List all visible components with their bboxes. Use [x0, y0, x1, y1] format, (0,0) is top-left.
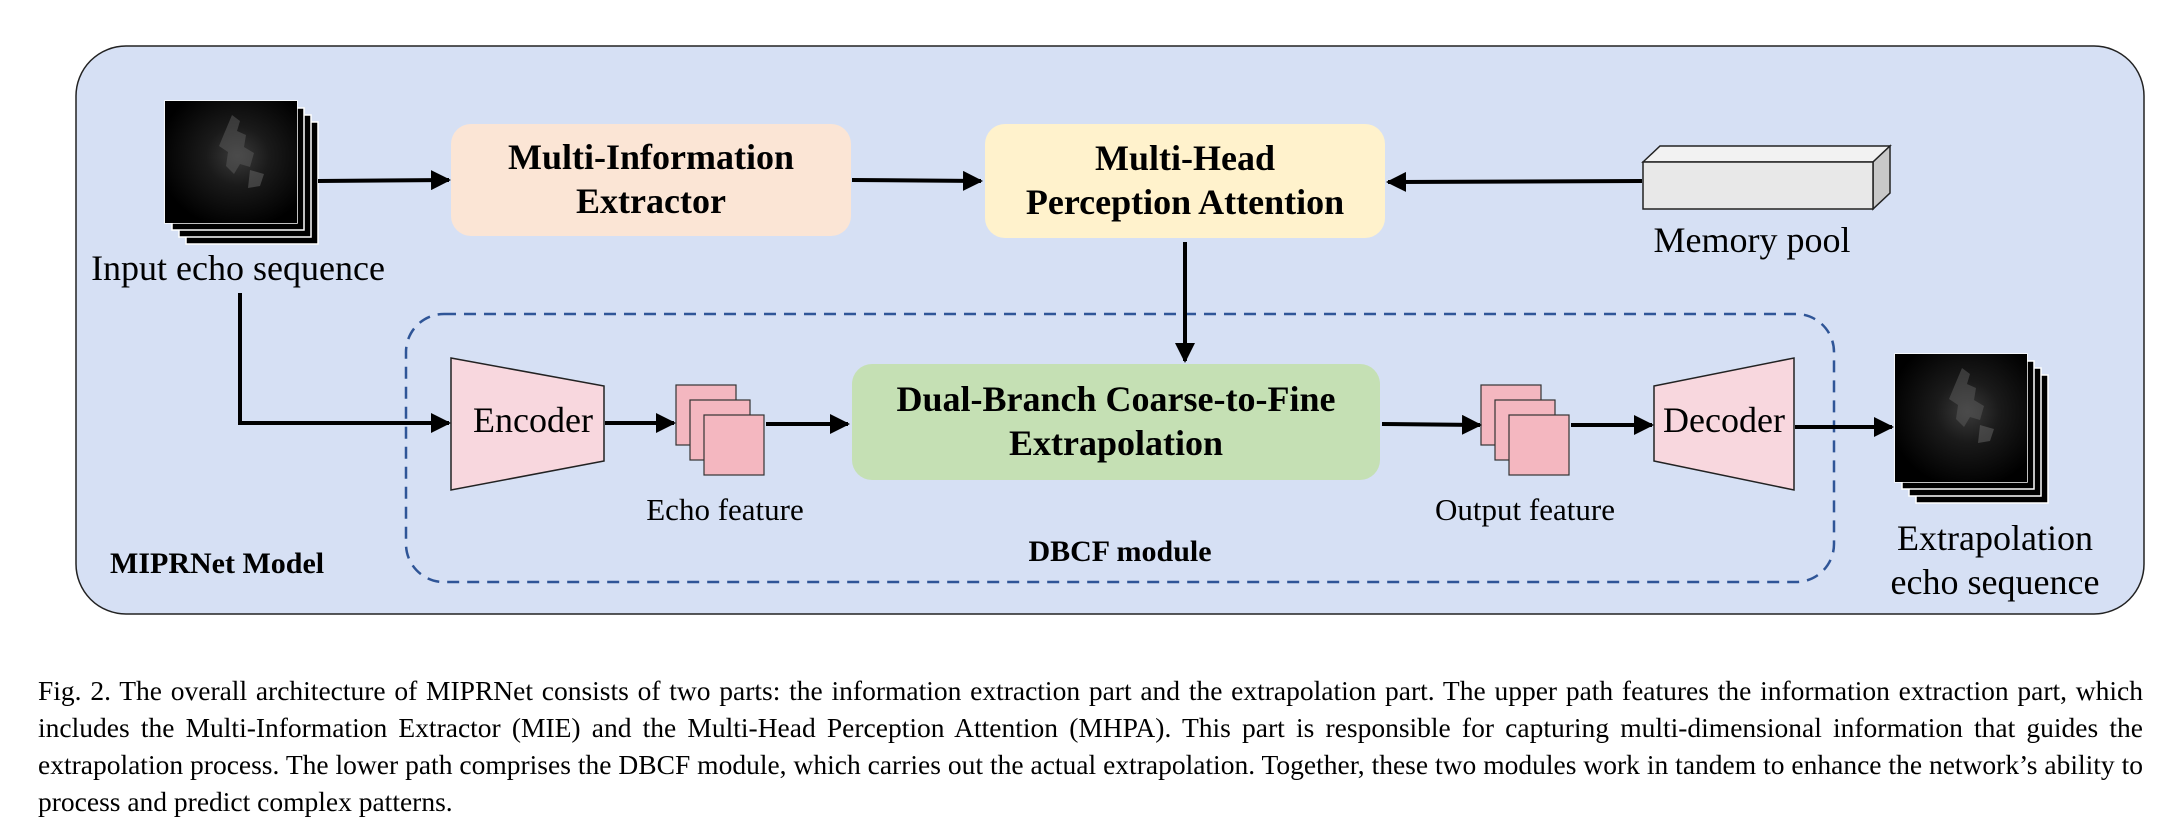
- extrapolation-output-label-line2: echo sequence: [1890, 562, 2100, 602]
- input-echo-stack: [164, 100, 319, 245]
- dbcf-label-line1: Dual-Branch Coarse-to-Fine: [896, 379, 1336, 420]
- decoder-block: [1653, 357, 1795, 491]
- output-echo-stack: [1894, 353, 2049, 504]
- input-echo-label: Input echo sequence: [91, 248, 385, 288]
- echo-feature-stack: [675, 384, 765, 476]
- dbcf-label-line2: Extrapolation: [1008, 423, 1223, 463]
- mhpa-block: Multi-Head Perception Attention: [985, 124, 1385, 238]
- echo-feature-label: Echo feature: [646, 492, 804, 527]
- arrow-input-to-encoder: [238, 293, 451, 433]
- arrow-input-to-mie: [317, 170, 451, 191]
- memory-pool-block: [1641, 144, 1892, 211]
- dbcf-module-region: [404, 312, 1836, 584]
- mie-label-line2: Extractor: [576, 181, 726, 221]
- dbcf-module-label: DBCF module: [1028, 535, 1212, 568]
- arrow-memory-to-mhpa: [1386, 171, 1643, 192]
- model-label: MIPRNet Model: [110, 547, 325, 580]
- arrow-dbcf-to-output-feature: [1381, 414, 1482, 435]
- figure-caption: Fig. 2. The overall architecture of MIPR…: [38, 675, 2143, 817]
- dbcf-block: Dual-Branch Coarse-to-Fine Extrapolation: [852, 364, 1380, 480]
- encoder-block: [450, 357, 605, 491]
- extrapolation-output-label-line1: Extrapolation: [1897, 518, 2093, 558]
- arrow-mie-to-mhpa: [851, 170, 983, 191]
- architecture-figure: Multi-Information Extractor Multi-Head P…: [75, 45, 2145, 615]
- encoder-label: Encoder: [473, 400, 593, 440]
- mie-block: Multi-Information Extractor: [451, 124, 851, 236]
- mhpa-label-line2: Perception Attention: [1025, 182, 1345, 222]
- memory-pool-label: Memory pool: [1653, 220, 1851, 260]
- mhpa-label-line1: Multi-Head: [1095, 138, 1275, 179]
- decoder-label: Decoder: [1663, 400, 1785, 440]
- output-feature-stack: [1480, 384, 1570, 476]
- output-feature-label: Output feature: [1435, 492, 1615, 527]
- mie-label-line1: Multi-Information: [508, 137, 794, 178]
